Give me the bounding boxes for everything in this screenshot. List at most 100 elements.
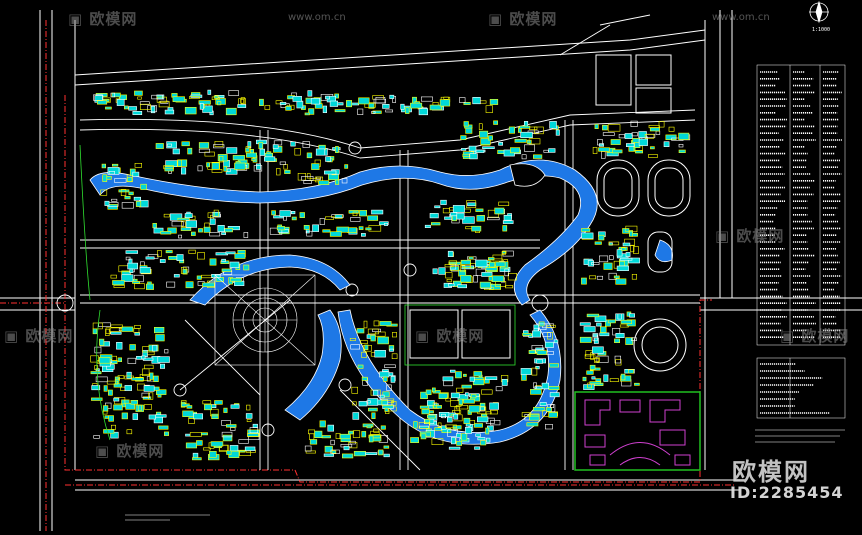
building xyxy=(486,217,500,221)
building xyxy=(548,148,556,153)
building xyxy=(93,435,100,439)
building xyxy=(431,387,436,393)
title-block xyxy=(125,429,845,521)
building xyxy=(467,202,477,207)
building xyxy=(650,146,655,150)
building xyxy=(181,266,187,274)
watermark-logo: ▣ 欧模网 xyxy=(68,8,137,29)
building xyxy=(457,284,468,289)
building xyxy=(448,283,455,287)
building xyxy=(177,217,190,221)
building xyxy=(456,387,464,393)
building xyxy=(352,401,357,406)
building xyxy=(111,424,117,430)
building xyxy=(546,332,553,340)
watermark-url: www.om.cn xyxy=(288,12,346,23)
building xyxy=(110,331,122,335)
building xyxy=(481,272,493,277)
building xyxy=(137,383,145,391)
building xyxy=(587,260,595,267)
building xyxy=(117,375,125,379)
building xyxy=(522,333,532,336)
building xyxy=(285,106,292,111)
building xyxy=(226,450,232,455)
building xyxy=(217,225,225,233)
building xyxy=(628,230,633,237)
building xyxy=(124,385,133,391)
building xyxy=(374,349,386,358)
building xyxy=(647,154,658,158)
building xyxy=(424,224,431,228)
building xyxy=(632,233,638,237)
water-features xyxy=(89,159,673,445)
building xyxy=(158,425,169,430)
building xyxy=(137,96,142,100)
building xyxy=(133,328,140,333)
building xyxy=(613,275,620,279)
building xyxy=(477,437,486,441)
building xyxy=(644,134,655,139)
building xyxy=(290,211,296,215)
building xyxy=(126,429,133,435)
building xyxy=(358,401,368,407)
building xyxy=(464,392,469,397)
building xyxy=(498,142,503,146)
building xyxy=(602,132,615,136)
building xyxy=(243,232,249,238)
building xyxy=(432,268,438,275)
building xyxy=(597,139,603,146)
building xyxy=(535,365,540,370)
building xyxy=(121,202,134,209)
building xyxy=(334,179,340,185)
building xyxy=(221,232,226,235)
building xyxy=(544,424,553,430)
building xyxy=(276,168,281,176)
building xyxy=(474,423,483,428)
building xyxy=(269,227,283,235)
building xyxy=(480,440,487,446)
building xyxy=(453,413,459,420)
building xyxy=(335,146,339,153)
building xyxy=(322,229,331,233)
building xyxy=(630,120,638,127)
building xyxy=(325,156,331,162)
building xyxy=(601,151,606,159)
building xyxy=(361,431,367,438)
building xyxy=(307,90,313,97)
central-plaza xyxy=(214,274,316,366)
building xyxy=(628,369,634,374)
building xyxy=(223,160,230,168)
building xyxy=(95,376,108,383)
building xyxy=(209,218,216,225)
building xyxy=(419,405,429,409)
building xyxy=(348,442,358,449)
building xyxy=(443,380,454,387)
building xyxy=(410,437,419,443)
building xyxy=(379,371,390,378)
building xyxy=(485,411,492,415)
building xyxy=(114,178,127,183)
building xyxy=(99,338,105,346)
building xyxy=(324,445,333,453)
building xyxy=(155,334,165,342)
building xyxy=(532,330,542,338)
building xyxy=(345,100,352,108)
building xyxy=(141,355,146,360)
building xyxy=(520,131,533,138)
building xyxy=(549,392,560,398)
building xyxy=(444,216,452,220)
building xyxy=(187,147,193,155)
building xyxy=(357,108,364,115)
building xyxy=(485,427,490,435)
logo-icon: ▣ xyxy=(780,327,796,345)
building xyxy=(555,129,560,136)
building xyxy=(145,256,155,260)
building xyxy=(264,105,271,110)
building xyxy=(373,320,380,327)
building xyxy=(539,402,547,406)
building xyxy=(353,450,366,457)
building xyxy=(171,221,184,227)
building xyxy=(322,105,328,113)
building xyxy=(129,344,136,351)
building xyxy=(185,433,191,437)
